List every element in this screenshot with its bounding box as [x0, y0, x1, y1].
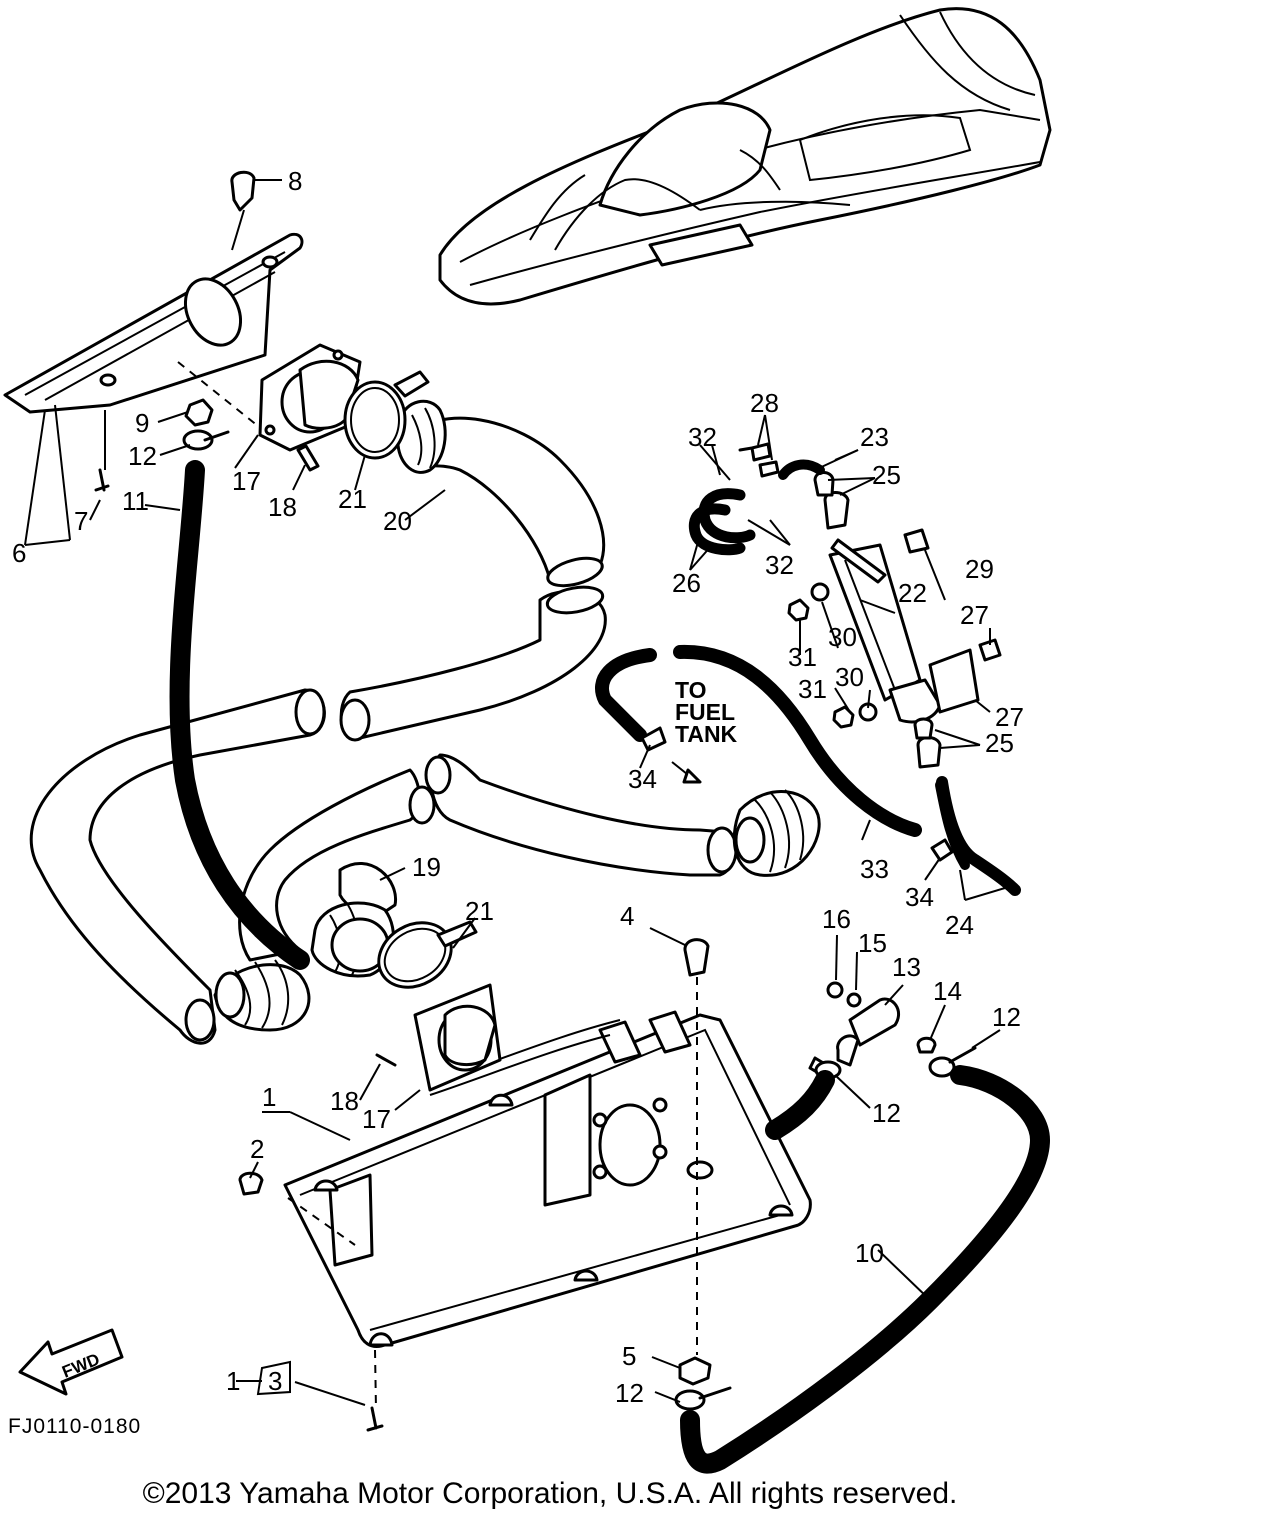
callout-leader-lines — [24, 179, 1006, 1411]
fasteners-and-fittings — [94, 398, 977, 1432]
callout-33: 33 — [860, 854, 889, 884]
callout-12-right-top: 12 — [992, 1002, 1021, 1032]
callout-5: 5 — [622, 1341, 636, 1371]
upper-cover-assembly — [3, 170, 304, 414]
callout-13: 13 — [892, 952, 921, 982]
callout-17-upper: 17 — [232, 466, 261, 496]
callout-12-upper-left: 12 — [128, 441, 157, 471]
callout-labels: 1 2 4 5 6 7 8 9 10 11 12 12 12 12 13 14 … — [12, 166, 1024, 1408]
callout-25-upper: 25 — [872, 460, 901, 490]
fwd-arrow-icon — [18, 1328, 124, 1396]
callout-18-upper: 18 — [268, 492, 297, 522]
callout-1: 1 — [262, 1082, 276, 1112]
callout-25-lower: 25 — [985, 728, 1014, 758]
callout-32-lower: 32 — [765, 550, 794, 580]
callout-6: 6 — [12, 538, 26, 568]
callout-12-lower-center: 12 — [615, 1378, 644, 1408]
callout-9: 9 — [135, 408, 149, 438]
fuel-note-line-3: TANK — [675, 721, 738, 747]
callout-28: 28 — [750, 388, 779, 418]
callout-30-lower: 30 — [835, 662, 864, 692]
callout-27-lower: 27 — [995, 702, 1024, 732]
callout-16: 16 — [822, 904, 851, 934]
callout-14: 14 — [933, 976, 962, 1006]
callout-20: 20 — [383, 506, 412, 536]
air-filter-case — [283, 1010, 812, 1348]
callout-31-lower: 31 — [798, 674, 827, 704]
fuel-tank-note: TO FUEL TANK — [675, 677, 738, 747]
callout-18-lower: 18 — [330, 1086, 359, 1116]
callout-7: 7 — [74, 506, 88, 536]
callout-24: 24 — [945, 910, 974, 940]
callout-23: 23 — [860, 422, 889, 452]
watercraft-hull-illustration — [438, 7, 1052, 306]
callout-27-upper: 27 — [960, 600, 989, 630]
callout-30-upper: 30 — [828, 622, 857, 652]
intake-ducts — [29, 399, 821, 1045]
callout-29: 29 — [965, 554, 994, 584]
callout-17-lower: 17 — [362, 1104, 391, 1134]
callout-12-right-middle: 12 — [872, 1098, 901, 1128]
bracket-note: 1 3 — [226, 1360, 291, 1396]
flanges-and-clamps — [258, 343, 502, 1092]
callout-10: 10 — [855, 1238, 884, 1268]
callout-2: 2 — [250, 1134, 264, 1164]
callout-26: 26 — [672, 568, 701, 598]
callout-15: 15 — [858, 928, 887, 958]
callout-11: 11 — [122, 486, 149, 516]
copyright-notice: ©2013 Yamaha Motor Corporation, U.S.A. A… — [142, 1477, 958, 1510]
callout-19: 19 — [412, 852, 441, 882]
bracket-note-to: 3 — [268, 1366, 282, 1396]
bracket-note-from: 1 — [226, 1366, 240, 1396]
forward-direction-indicator: FWD — [18, 1328, 124, 1396]
callout-32-upper: 32 — [688, 422, 717, 452]
callout-34-upper: 34 — [628, 764, 657, 794]
fuel-note-line-2: FUEL — [675, 699, 735, 725]
callout-21-upper: 21 — [338, 484, 367, 514]
callout-31-upper: 31 — [788, 642, 817, 672]
drawing-code: FJ0110-0180 — [8, 1415, 141, 1438]
callout-34-lower: 34 — [905, 882, 934, 912]
callout-22: 22 — [898, 578, 927, 608]
fuel-filter-assembly — [640, 442, 1002, 862]
callout-8: 8 — [288, 166, 302, 196]
callout-4: 4 — [620, 901, 634, 931]
fuel-note-line-1: TO — [675, 677, 707, 703]
callout-21-lower: 21 — [465, 896, 494, 926]
